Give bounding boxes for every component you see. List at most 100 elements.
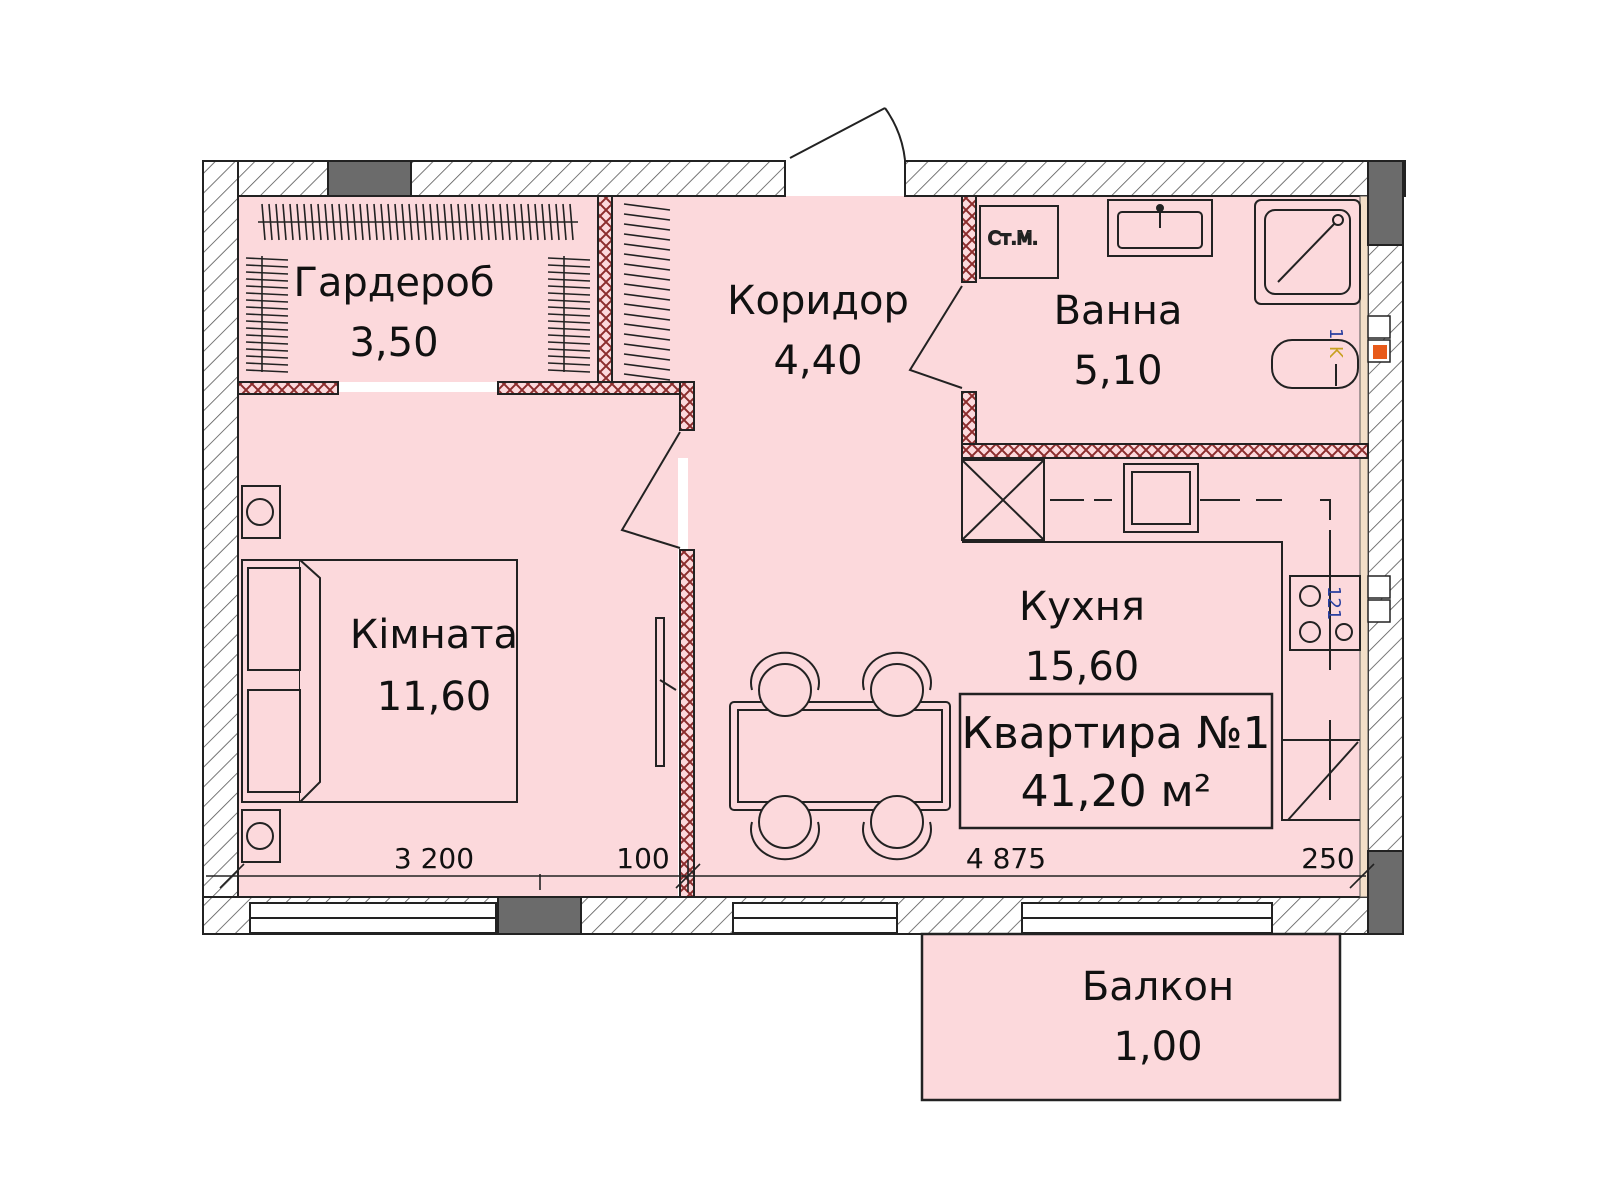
column-bottom xyxy=(497,896,582,935)
hanger-stroke xyxy=(245,271,289,275)
hanger-stroke xyxy=(415,203,420,241)
hanger-stroke xyxy=(245,320,289,324)
hanger-stroke xyxy=(623,303,671,311)
partition-wardrobe-room-a xyxy=(237,381,339,395)
hanger-stroke xyxy=(547,341,591,345)
hanger-stroke xyxy=(623,263,671,271)
dining-set xyxy=(729,651,951,861)
dimension-lines xyxy=(206,860,1375,892)
hanger-stroke xyxy=(547,285,591,289)
hanger-stroke xyxy=(547,299,591,303)
columns xyxy=(327,160,1404,935)
hanger-stroke xyxy=(345,203,350,241)
hanger-stroke xyxy=(245,369,289,373)
kitchen-fixtures xyxy=(961,459,1361,821)
chair xyxy=(750,795,820,861)
hanger-stroke xyxy=(268,203,273,241)
partition-bath-top xyxy=(961,195,977,283)
hanger-stroke xyxy=(245,299,289,303)
hanger-stroke xyxy=(380,203,385,241)
room-area-balcony: 1,00 xyxy=(1113,1024,1202,1070)
hanger-stroke xyxy=(547,320,591,324)
hanger-stroke xyxy=(245,306,289,310)
counter-outline xyxy=(962,541,1360,821)
hanger-stroke xyxy=(513,203,518,241)
hanger-stroke xyxy=(534,203,539,241)
hanger-stroke xyxy=(541,203,546,241)
partition-room-kitchen xyxy=(679,549,695,898)
hanger-stroke xyxy=(352,203,357,241)
hanger-stroke xyxy=(623,373,671,381)
door-room xyxy=(620,431,681,549)
room-name-kitchen: Кухня xyxy=(1019,584,1145,630)
hanger-stroke xyxy=(623,203,671,211)
entrance-door xyxy=(784,107,906,196)
hanger-stroke xyxy=(623,313,671,321)
hanger-stroke xyxy=(317,203,322,241)
dim-kitchen-width: 4 875 xyxy=(966,842,1046,875)
hanger-stroke xyxy=(443,203,448,241)
hanger-stroke xyxy=(359,203,364,241)
partition-room-corridor-top xyxy=(679,381,695,431)
hanger-stroke xyxy=(547,362,591,366)
hanger-stroke xyxy=(506,203,511,241)
wall-right-inner xyxy=(1359,195,1369,898)
hanger-stroke xyxy=(331,203,336,241)
hanger-stroke xyxy=(394,203,399,241)
hanger-stroke xyxy=(547,292,591,296)
wardrobe-hangers xyxy=(245,203,671,381)
hanger-stroke xyxy=(547,257,591,261)
hanger-stroke xyxy=(457,203,462,241)
washing-machine-label: Ст.М. xyxy=(988,228,1038,249)
hanger-stroke xyxy=(623,323,671,331)
hanger-stroke xyxy=(499,203,504,241)
hanger-stroke xyxy=(373,203,378,241)
dim-room-width: 3 200 xyxy=(394,842,474,875)
room-name-corridor: Коридор xyxy=(727,278,909,324)
windows xyxy=(249,902,1273,934)
chair xyxy=(862,795,932,861)
cooktop xyxy=(1289,575,1361,651)
room-name-balcony: Балкон xyxy=(1082,964,1234,1010)
hanger-stroke xyxy=(623,293,671,301)
hanger-stroke xyxy=(296,203,301,241)
partition-wardrobe-room-b xyxy=(497,381,695,395)
meter-label-1: 1 xyxy=(1325,328,1346,339)
hanger-stroke xyxy=(569,203,574,241)
column-right-bottom xyxy=(1367,850,1404,935)
hanger-stroke xyxy=(623,223,671,231)
hanger-stroke xyxy=(623,253,671,261)
hanger-stroke xyxy=(245,341,289,345)
hanger-stroke xyxy=(547,271,591,275)
wall-top-left xyxy=(202,160,786,197)
hanger-stroke xyxy=(547,348,591,352)
hanger-stroke xyxy=(548,203,553,241)
hanger-stroke xyxy=(623,273,671,281)
room-name-room: Кімната xyxy=(350,612,518,658)
hanger-stroke xyxy=(623,343,671,351)
dim-wall: 250 xyxy=(1301,842,1354,875)
vent-label: 121 xyxy=(1323,586,1344,620)
wall-top-right xyxy=(904,160,1406,197)
hanger-stroke xyxy=(547,334,591,338)
hanger-stroke xyxy=(324,203,329,241)
hanger-stroke xyxy=(338,203,343,241)
hanger-stroke xyxy=(623,333,671,341)
kitchen-sink xyxy=(1123,463,1199,533)
hanger-stroke xyxy=(245,285,289,289)
meter-icon xyxy=(1373,345,1387,359)
door-swings xyxy=(620,285,963,549)
meter-block: 1 K xyxy=(1325,315,1391,363)
hanger-stroke xyxy=(485,203,490,241)
hanger-stroke xyxy=(282,203,287,241)
kitchen-corner xyxy=(1282,739,1360,821)
balcony-outline xyxy=(920,932,1342,1102)
hanger-stroke xyxy=(387,203,392,241)
pillow-bottom xyxy=(247,689,301,793)
partition-bath-bottom xyxy=(961,443,1369,459)
wall-right xyxy=(1367,160,1404,935)
room-area-bathroom: 5,10 xyxy=(1073,348,1162,394)
room-area-corridor: 4,40 xyxy=(773,338,862,384)
hanger-stroke xyxy=(450,203,455,241)
hanger-stroke xyxy=(464,203,469,241)
